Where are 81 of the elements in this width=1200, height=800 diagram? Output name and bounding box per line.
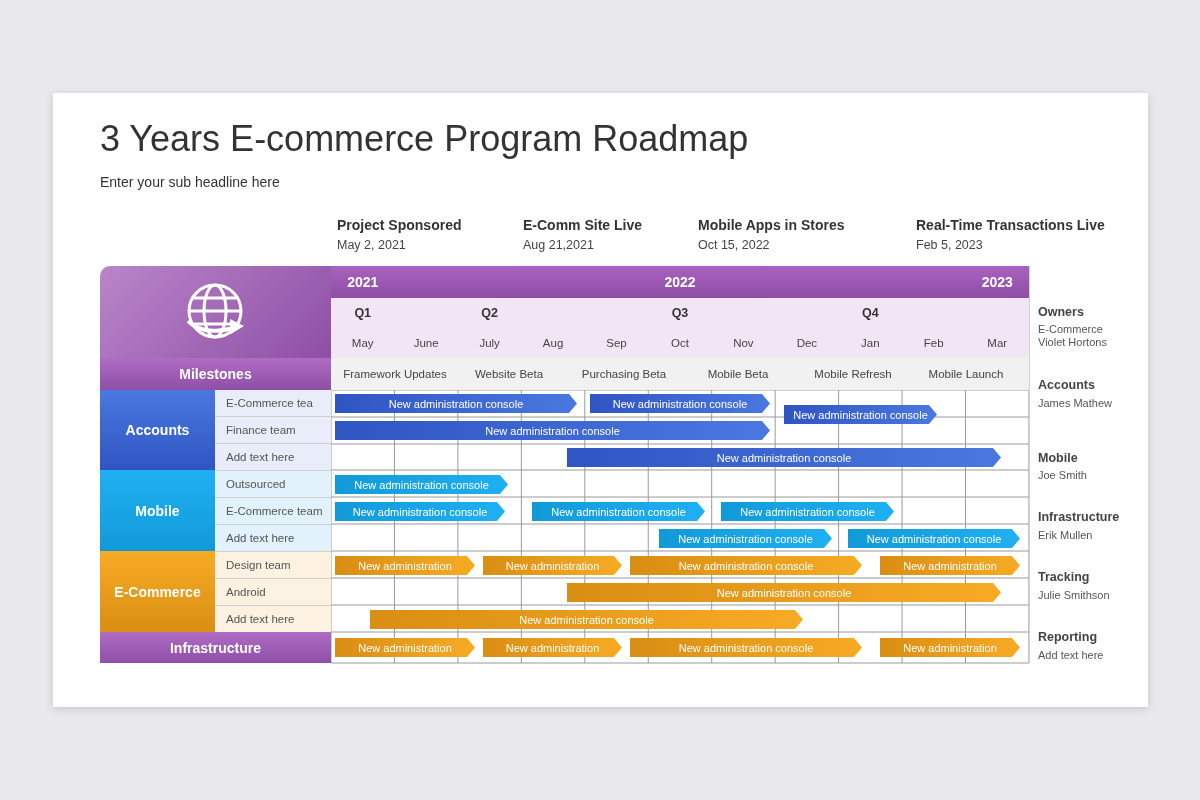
timeline-bar: New administration console <box>335 502 505 521</box>
header-label: Q1 <box>353 305 373 322</box>
owner-name: Erik Mullen <box>1038 529 1094 542</box>
month-label: Aug <box>541 336 565 351</box>
team-cell: Add text here <box>215 606 331 633</box>
timeline-bar: New administration <box>880 638 1020 657</box>
milestone-label: Framework Updates <box>342 367 448 382</box>
milestone-date: Feb 5, 2023 <box>916 238 983 252</box>
milestone-heading: Real-Time Transactions Live <box>916 217 1105 233</box>
month-label: July <box>478 336 501 351</box>
title: 3 Years E-commerce Program Roadmap <box>100 118 749 160</box>
category-label-box: Milestones <box>100 358 331 390</box>
header-label: Q3 <box>670 305 690 322</box>
timeline-bar: New administration console <box>335 394 577 413</box>
team-cell: Add text here <box>215 444 331 471</box>
owner-name: Add text here <box>1038 649 1105 662</box>
team-cell: Design team <box>215 552 331 579</box>
timeline-bar: New administration <box>335 556 475 575</box>
owner-heading: Owners <box>1038 306 1085 319</box>
timeline-bar: New administration console <box>335 475 508 494</box>
milestone-label: Website Beta <box>473 367 545 382</box>
category-label-box: Mobile <box>100 470 215 551</box>
timeline-bar: New administration console <box>848 529 1020 548</box>
header-label: 2021 <box>346 273 380 292</box>
timeline-bar: New administration console <box>335 421 770 440</box>
team-cell: E-Commerce tea <box>215 390 331 417</box>
header-label: 2022 <box>663 273 697 292</box>
milestone-heading: Project Sponsored <box>337 217 462 233</box>
owner-heading: Reporting <box>1038 631 1099 644</box>
owner-heading: Infrastructure <box>1038 511 1121 524</box>
owner-name: Julie Smithson <box>1038 589 1111 602</box>
milestone-date: Aug 21,2021 <box>523 238 594 252</box>
owner-heading: Tracking <box>1038 571 1091 584</box>
milestone-label: Mobile Launch <box>927 367 1005 382</box>
timeline-bar: New administration console <box>567 448 1001 467</box>
month-label: Feb <box>922 336 945 351</box>
month-label: Mar <box>986 336 1009 351</box>
owner-heading: Accounts <box>1038 379 1096 392</box>
timeline-bar: New administration <box>483 638 622 657</box>
milestone-date: Oct 15, 2022 <box>698 238 770 252</box>
month-label: Oct <box>670 336 690 351</box>
milestone-date: May 2, 2021 <box>337 238 406 252</box>
month-label: Nov <box>732 336 755 351</box>
team-cell: Android <box>215 579 331 606</box>
team-cell: Outsourced <box>215 471 331 498</box>
header-label: 2023 <box>980 273 1014 292</box>
month-label: Sep <box>605 336 628 351</box>
milestone-label: Mobile Beta <box>706 367 770 382</box>
timeline-bar: New administration console <box>721 502 894 521</box>
timeline-bar: New administration <box>335 638 475 657</box>
month-label: Dec <box>795 336 819 351</box>
owner-name: Joe Smith <box>1038 469 1088 482</box>
timeline-bar: New administration console <box>532 502 705 521</box>
timeline-bar: New administration console <box>590 394 770 413</box>
milestone-heading: Mobile Apps in Stores <box>698 217 845 233</box>
milestone-label: Purchasing Beta <box>580 367 668 382</box>
owner-name: E-Commerce Violet Hortons <box>1038 323 1108 349</box>
header-label: Q2 <box>480 305 499 322</box>
category-label-box: E-Commerce <box>100 551 215 632</box>
category-label-box: Infrastructure <box>100 632 331 663</box>
owner-heading: Mobile <box>1038 452 1079 465</box>
timeline-bar: New administration console <box>370 610 803 629</box>
timeline-bar: New administration console <box>659 529 832 548</box>
milestone-heading: E-Comm Site Live <box>523 217 643 233</box>
team-cell: Add text here <box>215 525 331 552</box>
month-label: June <box>412 336 440 351</box>
month-label: May <box>350 336 375 351</box>
month-label: Jan <box>860 336 881 351</box>
timeline-bar: New administration console <box>784 405 937 424</box>
timeline-bar: New administration <box>880 556 1020 575</box>
owner-name: James Mathew <box>1038 397 1113 410</box>
timeline-bar: New administration <box>483 556 622 575</box>
timeline-bar: New administration console <box>630 638 862 657</box>
subtitle: Enter your sub headline here <box>100 174 280 190</box>
timeline-bar: New administration console <box>630 556 862 575</box>
team-cell: E-Commerce team <box>215 498 331 525</box>
timeline-bar: New administration console <box>567 583 1001 602</box>
milestone-label: Mobile Refresh <box>813 367 893 382</box>
category-label-box: Accounts <box>100 390 215 470</box>
header-label: Q4 <box>860 305 880 322</box>
team-cell: Finance team <box>215 417 331 444</box>
